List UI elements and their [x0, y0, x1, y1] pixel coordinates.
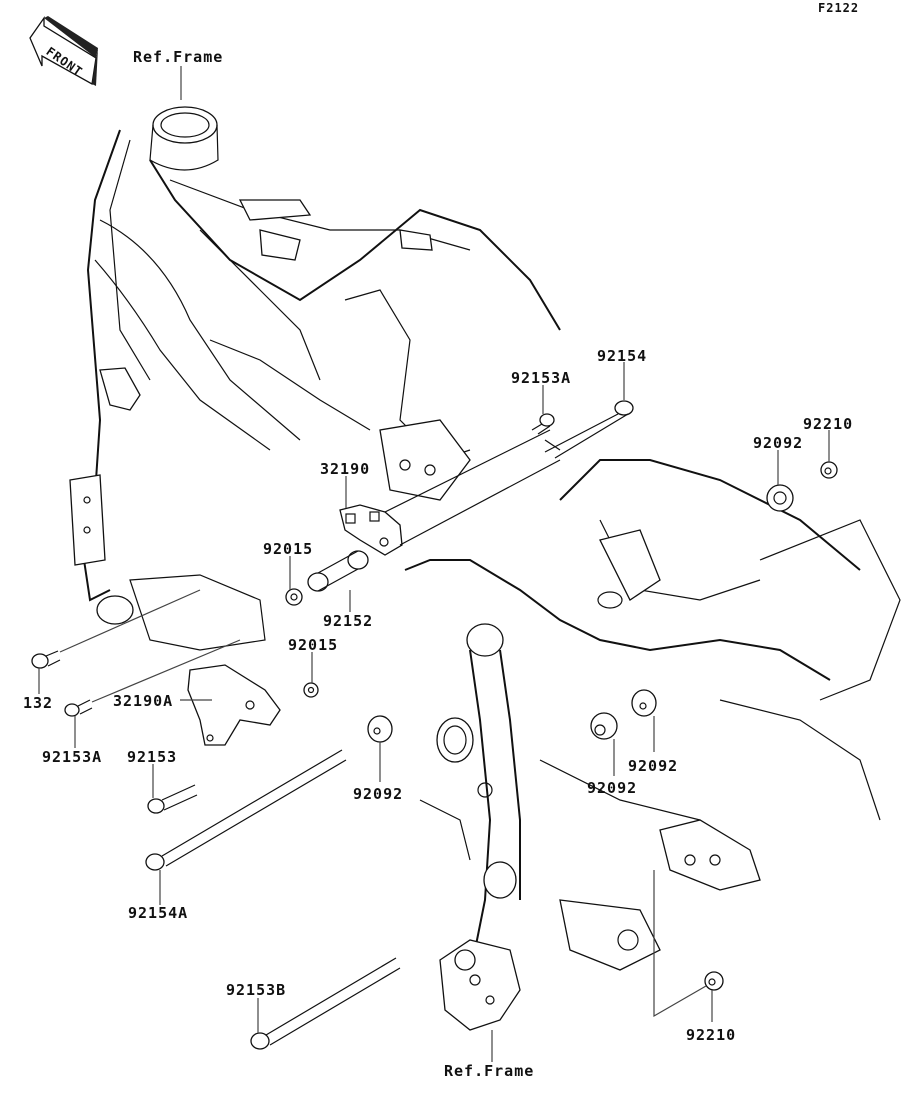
part-label-92153A-top[interactable]: 92153A — [511, 369, 572, 387]
part-label-92154[interactable]: 92154 — [597, 347, 648, 365]
nut-92210-bottom-drawing — [653, 870, 724, 1018]
upper-frame-drawing — [69, 106, 561, 651]
part-label-32190A[interactable]: 32190A — [113, 692, 174, 710]
nut-92210-top-drawing — [820, 461, 838, 479]
bracket-32190A-drawing — [187, 664, 281, 746]
ref-frame-label-bottom: Ref.Frame — [444, 1062, 535, 1080]
ref-frame-label-top: Ref.Frame — [133, 48, 224, 66]
part-label-32190[interactable]: 32190 — [320, 460, 371, 478]
damper-92092-left-drawing — [367, 715, 393, 743]
part-label-92153A-left[interactable]: 92153A — [42, 748, 103, 766]
bolt-92153B-drawing — [250, 957, 401, 1050]
part-label-92015-a[interactable]: 92015 — [263, 540, 314, 558]
part-label-92210-bottom[interactable]: 92210 — [686, 1026, 737, 1044]
part-label-92092-mid[interactable]: 92092 — [587, 779, 638, 797]
bolt-132-drawing — [31, 589, 201, 669]
part-label-92153[interactable]: 92153 — [127, 748, 178, 766]
damper-92092-mid-drawing — [590, 712, 618, 740]
bolt-92154A-drawing — [145, 749, 347, 871]
part-label-92153B[interactable]: 92153B — [226, 981, 287, 999]
lower-frame-drawing — [404, 459, 901, 1031]
part-label-92154A[interactable]: 92154A — [128, 904, 189, 922]
bolt-92153A-top-drawing — [531, 413, 555, 435]
part-label-92092-top[interactable]: 92092 — [753, 434, 804, 452]
part-label-92092-left[interactable]: 92092 — [353, 785, 404, 803]
part-label-92092-right[interactable]: 92092 — [628, 757, 679, 775]
nut-92015-a-drawing — [285, 588, 303, 606]
part-label-132[interactable]: 132 — [23, 694, 54, 712]
bracket-32190-drawing — [339, 429, 561, 556]
damper-92092-right-drawing — [631, 689, 657, 717]
bolt-92153-drawing — [147, 784, 198, 814]
part-label-92152[interactable]: 92152 — [323, 612, 374, 630]
nut-92015-b-drawing — [303, 682, 319, 698]
collar-92152-drawing — [307, 550, 369, 592]
leader-lines — [38, 66, 830, 1062]
figure-id: F2122 — [818, 1, 860, 15]
bolt-92154-drawing — [544, 400, 634, 459]
front-arrow-icon — [29, 15, 98, 86]
bolt-92153A-left-drawing — [64, 639, 241, 717]
part-label-92210-top[interactable]: 92210 — [803, 415, 854, 433]
part-label-92015-b[interactable]: 92015 — [288, 636, 339, 654]
damper-92092-top-drawing — [766, 484, 794, 512]
